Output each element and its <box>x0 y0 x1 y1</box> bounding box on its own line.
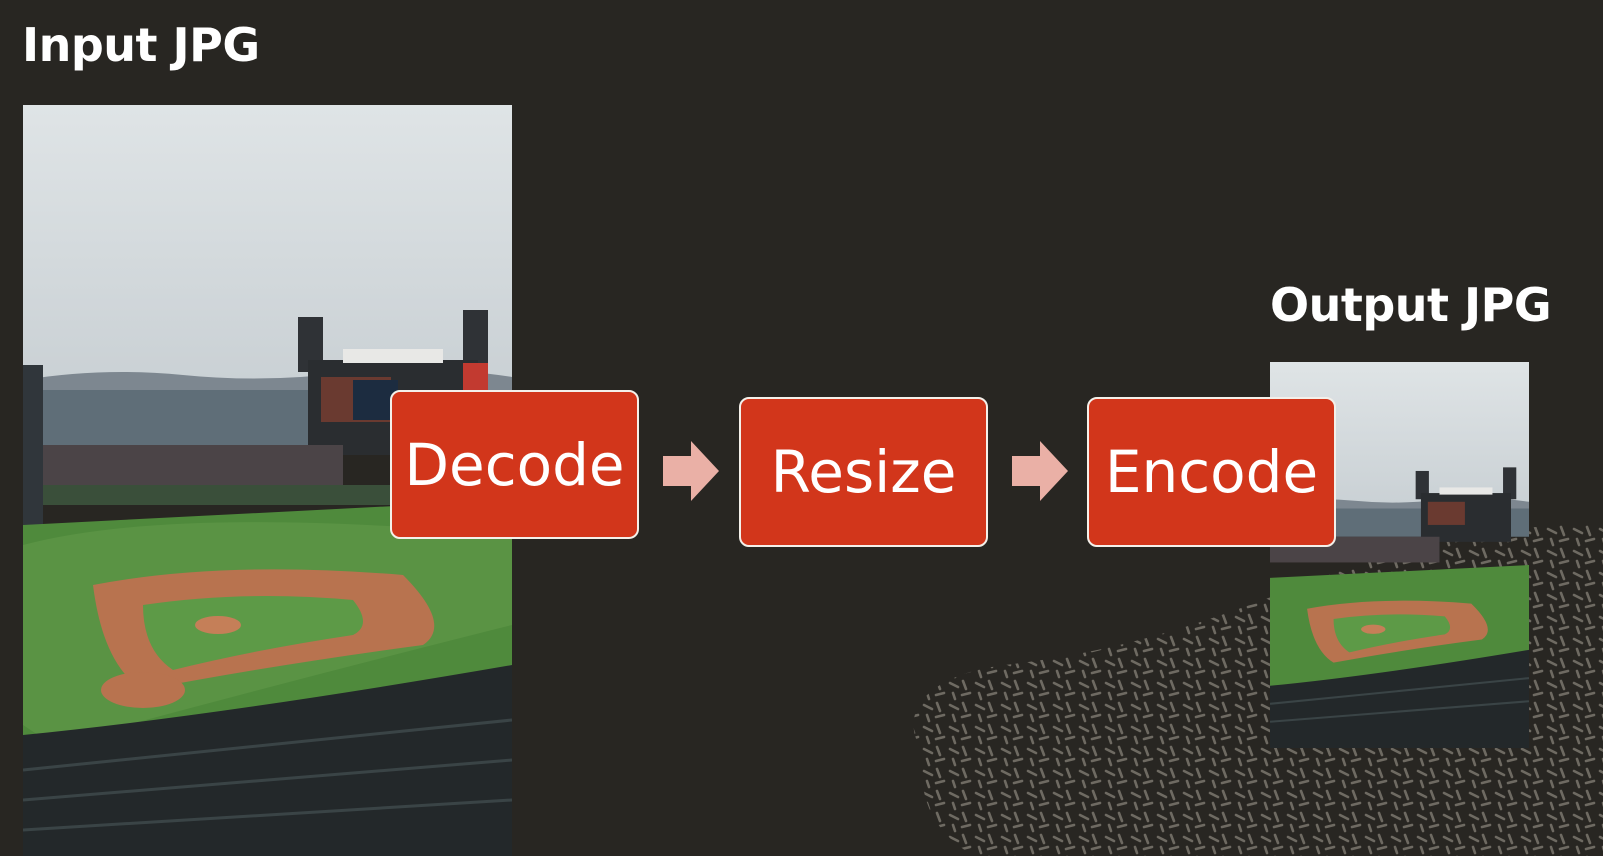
arrow-right-icon <box>663 441 719 501</box>
input-photo <box>23 105 512 856</box>
encode-step: Encode <box>1087 397 1336 547</box>
decode-step: Decode <box>390 390 639 539</box>
resize-step: Resize <box>739 397 988 547</box>
arrow-right-icon <box>1012 441 1068 501</box>
output-photo <box>1270 362 1529 748</box>
output-jpg-label: Output JPG <box>1270 278 1552 332</box>
input-jpg-label: Input JPG <box>22 18 260 72</box>
